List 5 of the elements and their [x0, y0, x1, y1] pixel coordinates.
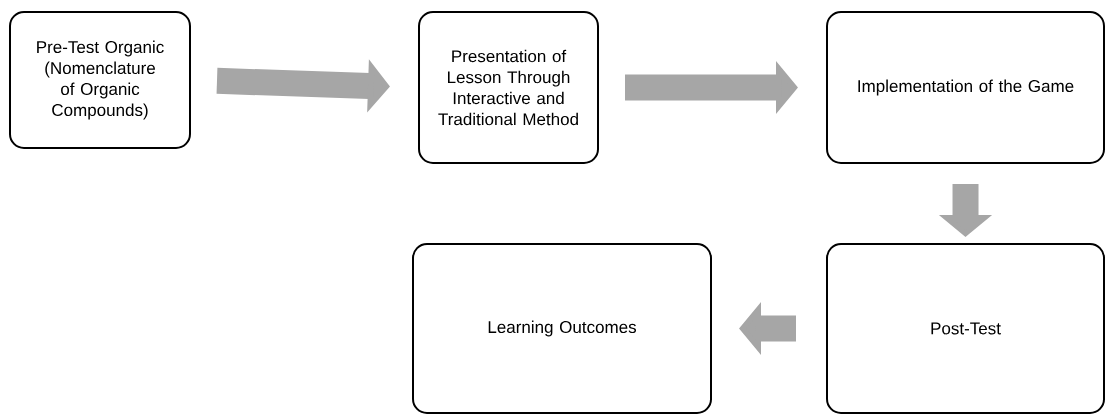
process-box: Learning Outcomes [412, 243, 712, 414]
process-box: Pre-Test Organic (Nomenclature of Organic Compounds) [9, 11, 191, 149]
process-box: Presentation of Lesson Through Interactive and Traditional Method [418, 11, 599, 164]
process-box: Post-Test [826, 243, 1105, 414]
process-box: Implementation of the Game [826, 11, 1105, 164]
